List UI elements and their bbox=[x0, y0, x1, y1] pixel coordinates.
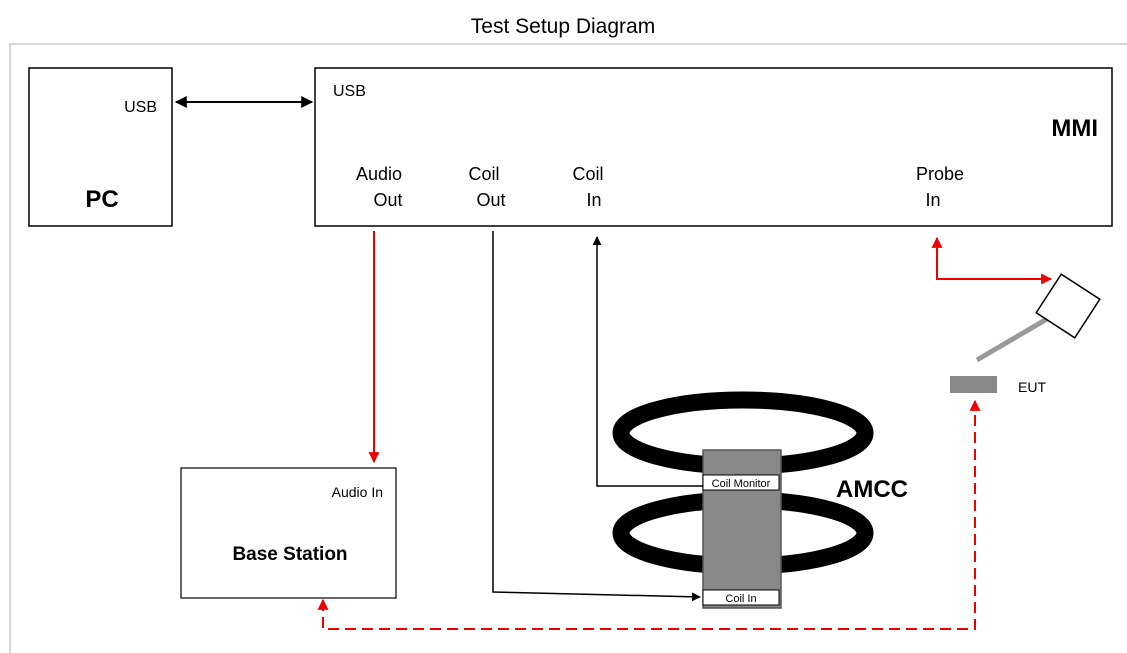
port-coil-in-line2: In bbox=[586, 190, 601, 210]
pc-usb-label: USB bbox=[124, 99, 157, 116]
port-coil-in-line1: Coil bbox=[572, 164, 603, 184]
port-audio-out-line2: Out bbox=[373, 190, 402, 210]
mmi-box: USB MMI Audio Out Coil Out Coil In Probe… bbox=[314, 67, 1113, 227]
pc-label: PC bbox=[85, 186, 118, 213]
probe-rod bbox=[975, 313, 1054, 363]
probe-head bbox=[1035, 273, 1101, 339]
amcc-coil-monitor-label: Coil Monitor bbox=[712, 478, 771, 490]
amcc-coil-in-label: Coil In bbox=[725, 593, 756, 605]
mmi-usb-label: USB bbox=[333, 83, 366, 100]
eut-label: EUT bbox=[1018, 379, 1046, 395]
mmi-label: MMI bbox=[1051, 115, 1098, 142]
eut-block bbox=[950, 376, 997, 393]
port-audio-out-line1: Audio bbox=[356, 164, 402, 184]
amcc-label: AMCC bbox=[836, 476, 908, 503]
port-coil-out-line2: Out bbox=[476, 190, 505, 210]
outer-frame bbox=[9, 43, 1127, 653]
pc-box: USB PC bbox=[28, 67, 173, 227]
port-probe-in-line1: Probe bbox=[916, 164, 964, 184]
base-station-audio-in-label: Audio In bbox=[332, 484, 383, 500]
port-probe-in-line2: In bbox=[925, 190, 940, 210]
base-station-label: Base Station bbox=[232, 544, 347, 565]
probe-in-link bbox=[931, 236, 1053, 285]
probe bbox=[975, 273, 1101, 363]
base-station-box: Audio In Base Station bbox=[180, 467, 397, 599]
port-coil-out-line1: Coil bbox=[468, 164, 499, 184]
amcc-body: Coil Monitor Coil In bbox=[702, 449, 782, 609]
diagram-title: Test Setup Diagram bbox=[471, 15, 655, 38]
